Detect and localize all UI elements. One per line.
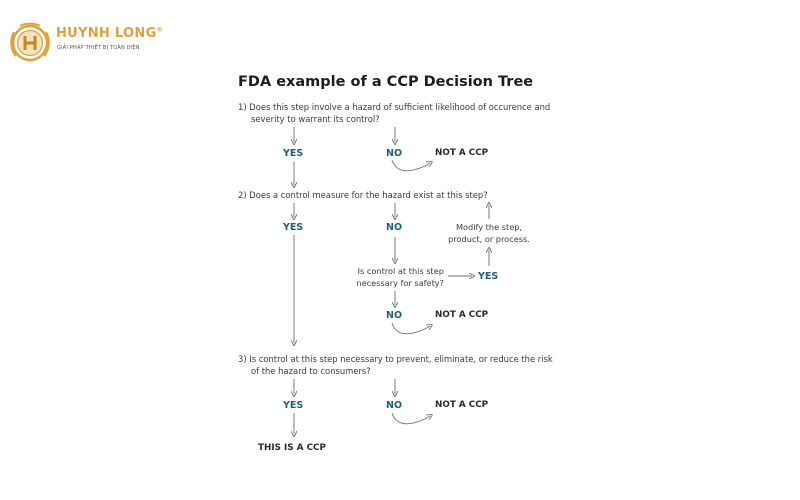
arrow-control-no-not-ccp [391,322,430,335]
brand-logo: HUYNH LONG® GIẢI PHÁP THIẾT BỊ TOÀN DIỆN [6,18,206,66]
q3-not-a-ccp: NOT A CCP [435,400,489,410]
diagram-title: FDA example of a CCP Decision Tree [238,74,534,90]
control-yes: YES [478,271,499,282]
question-1-line-2: severity to warrant its control? [251,114,380,124]
arrow-q1-no-not-ccp [391,159,430,172]
this-is-a-ccp: THIS IS A CCP [258,443,326,453]
control-question-line-2: necessary for safety? [356,278,444,288]
q2-no: NO [386,222,403,233]
control-question-line-1: Is control at this step [357,266,444,276]
control-not-a-ccp: NOT A CCP [435,310,489,320]
q3-yes: YES [283,400,304,411]
q2-yes: YES [283,222,304,233]
question-3-line-2: of the hazard to consumers? [251,366,371,376]
control-no: NO [386,310,403,321]
modify-step-line-1: Modify the step, [455,222,523,232]
q1-no: NO [386,148,403,159]
brand-name: HUYNH LONG® [56,26,163,41]
brand-tagline: GIẢI PHÁP THIẾT BỊ TOÀN DIỆN [57,45,140,51]
question-1-line-1: 1) Does this step involve a hazard of su… [238,102,551,112]
question-3-line-1: 3) Is control at this step necessary to … [238,354,553,364]
q3-no: NO [386,400,403,411]
huynh-long-logo-icon [10,22,50,62]
modify-step-line-2: product, or process. [448,234,530,244]
question-2: 2) Does a control measure for the hazard… [238,190,488,200]
arrow-q3-no-not-ccp [391,412,430,425]
q1-not-a-ccp: NOT A CCP [435,148,489,158]
q1-yes: YES [283,148,304,159]
